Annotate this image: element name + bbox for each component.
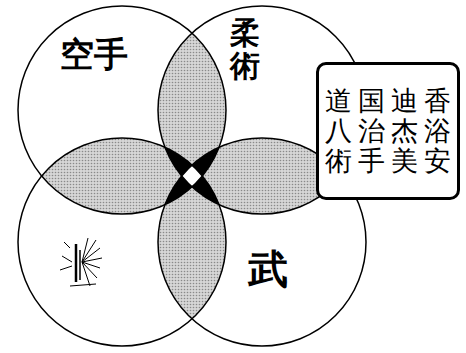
circle-label: 空手 xyxy=(60,32,128,78)
circle-outline xyxy=(18,6,226,214)
seal-stamp: 香浴安迪杰美国治手道八術 xyxy=(316,62,460,200)
seal-text: 迪杰美 xyxy=(391,86,418,175)
seal-text: 国治手 xyxy=(358,86,385,175)
seal-text: 道八術 xyxy=(325,86,352,175)
circle-label: 武 xyxy=(248,242,288,297)
sunburst-sketch xyxy=(60,238,102,286)
circle-label: 柔術 xyxy=(230,16,260,82)
venn-circle xyxy=(18,138,226,346)
seal-text: 香浴安 xyxy=(424,86,451,175)
venn-circle: 空手 xyxy=(18,6,226,214)
